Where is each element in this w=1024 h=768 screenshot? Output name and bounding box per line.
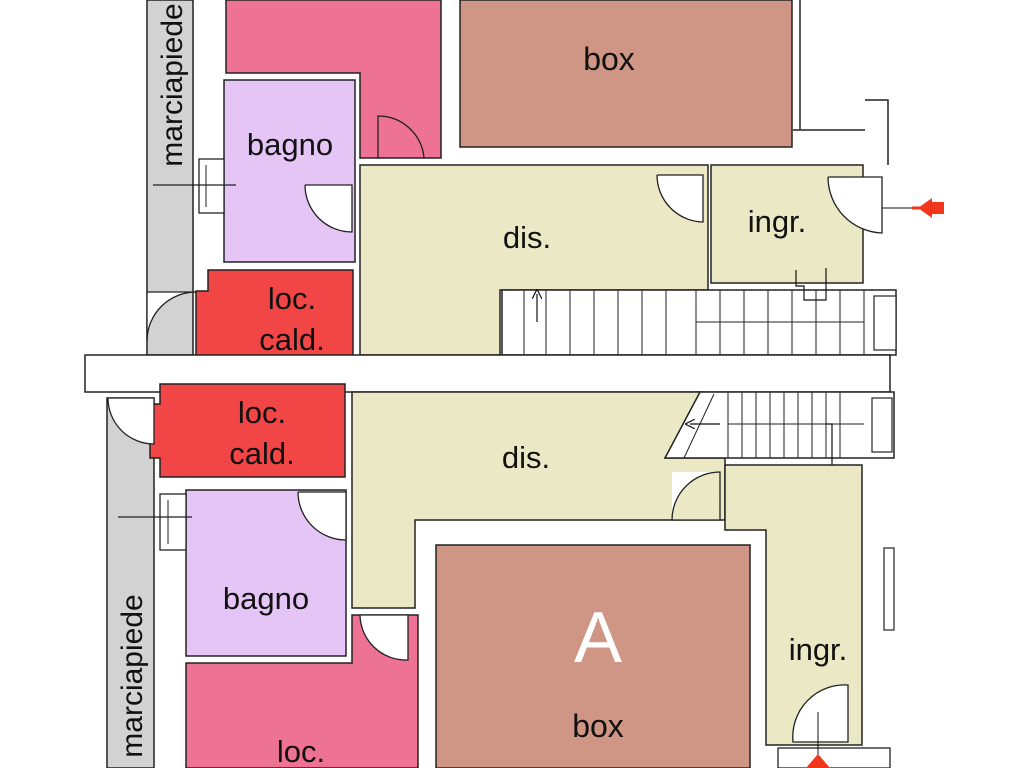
window-icon bbox=[153, 158, 236, 214]
label-loc-cald-bottom-line2: cald. bbox=[229, 436, 294, 471]
label-accessorio-top: accessorio bbox=[261, 0, 404, 5]
room-box-bottom bbox=[435, 544, 751, 768]
window-icon bbox=[118, 493, 192, 551]
label-dis-top: dis. bbox=[503, 220, 551, 255]
door-swing-icon bbox=[656, 174, 704, 223]
room-accessorio-top bbox=[225, 0, 442, 159]
door-swing-icon bbox=[304, 184, 353, 233]
door-swing-icon bbox=[827, 176, 883, 234]
door-swing-icon bbox=[377, 115, 425, 159]
label-bagno-bottom: bagno bbox=[223, 581, 309, 616]
label-unit-letter: A bbox=[574, 598, 622, 678]
label-marciapiede-top: marciapiede bbox=[156, 3, 189, 166]
label-loc-bottom: loc. bbox=[277, 734, 325, 768]
label-ingr-bottom: ingr. bbox=[789, 632, 848, 667]
door-swing-icon bbox=[671, 471, 721, 521]
entrance-arrow-icon bbox=[912, 198, 944, 218]
staircase-icon bbox=[663, 391, 895, 459]
staircase-icon bbox=[501, 289, 897, 356]
entrance-arrow-icon bbox=[806, 754, 830, 768]
door-swing-icon bbox=[297, 491, 347, 541]
door-swing-icon bbox=[146, 291, 197, 341]
label-bagno-top: bagno bbox=[247, 127, 333, 162]
room-bagno-top bbox=[223, 79, 356, 263]
room-loc-cald-bottom bbox=[149, 383, 346, 478]
label-box-bottom: box bbox=[572, 708, 624, 744]
sidewalk-bottom bbox=[106, 397, 155, 768]
door-swing-icon bbox=[359, 614, 409, 661]
label-loc-cald-top-line1: loc. bbox=[268, 281, 316, 316]
label-box-top: box bbox=[583, 41, 635, 77]
room-box-top bbox=[459, 0, 793, 148]
door-swing-icon bbox=[792, 684, 849, 743]
label-loc-cald-top-line2: cald. bbox=[259, 322, 324, 357]
label-dis-bottom: dis. bbox=[502, 440, 550, 475]
label-ingr-top: ingr. bbox=[748, 204, 807, 239]
label-loc-cald-bottom-line1: loc. bbox=[238, 395, 286, 430]
room-ingr-bottom bbox=[724, 464, 863, 746]
label-marciapiede-bottom: marciapiede bbox=[116, 594, 149, 757]
room-loc-bottom bbox=[185, 614, 419, 768]
door-swing-icon bbox=[107, 397, 155, 445]
